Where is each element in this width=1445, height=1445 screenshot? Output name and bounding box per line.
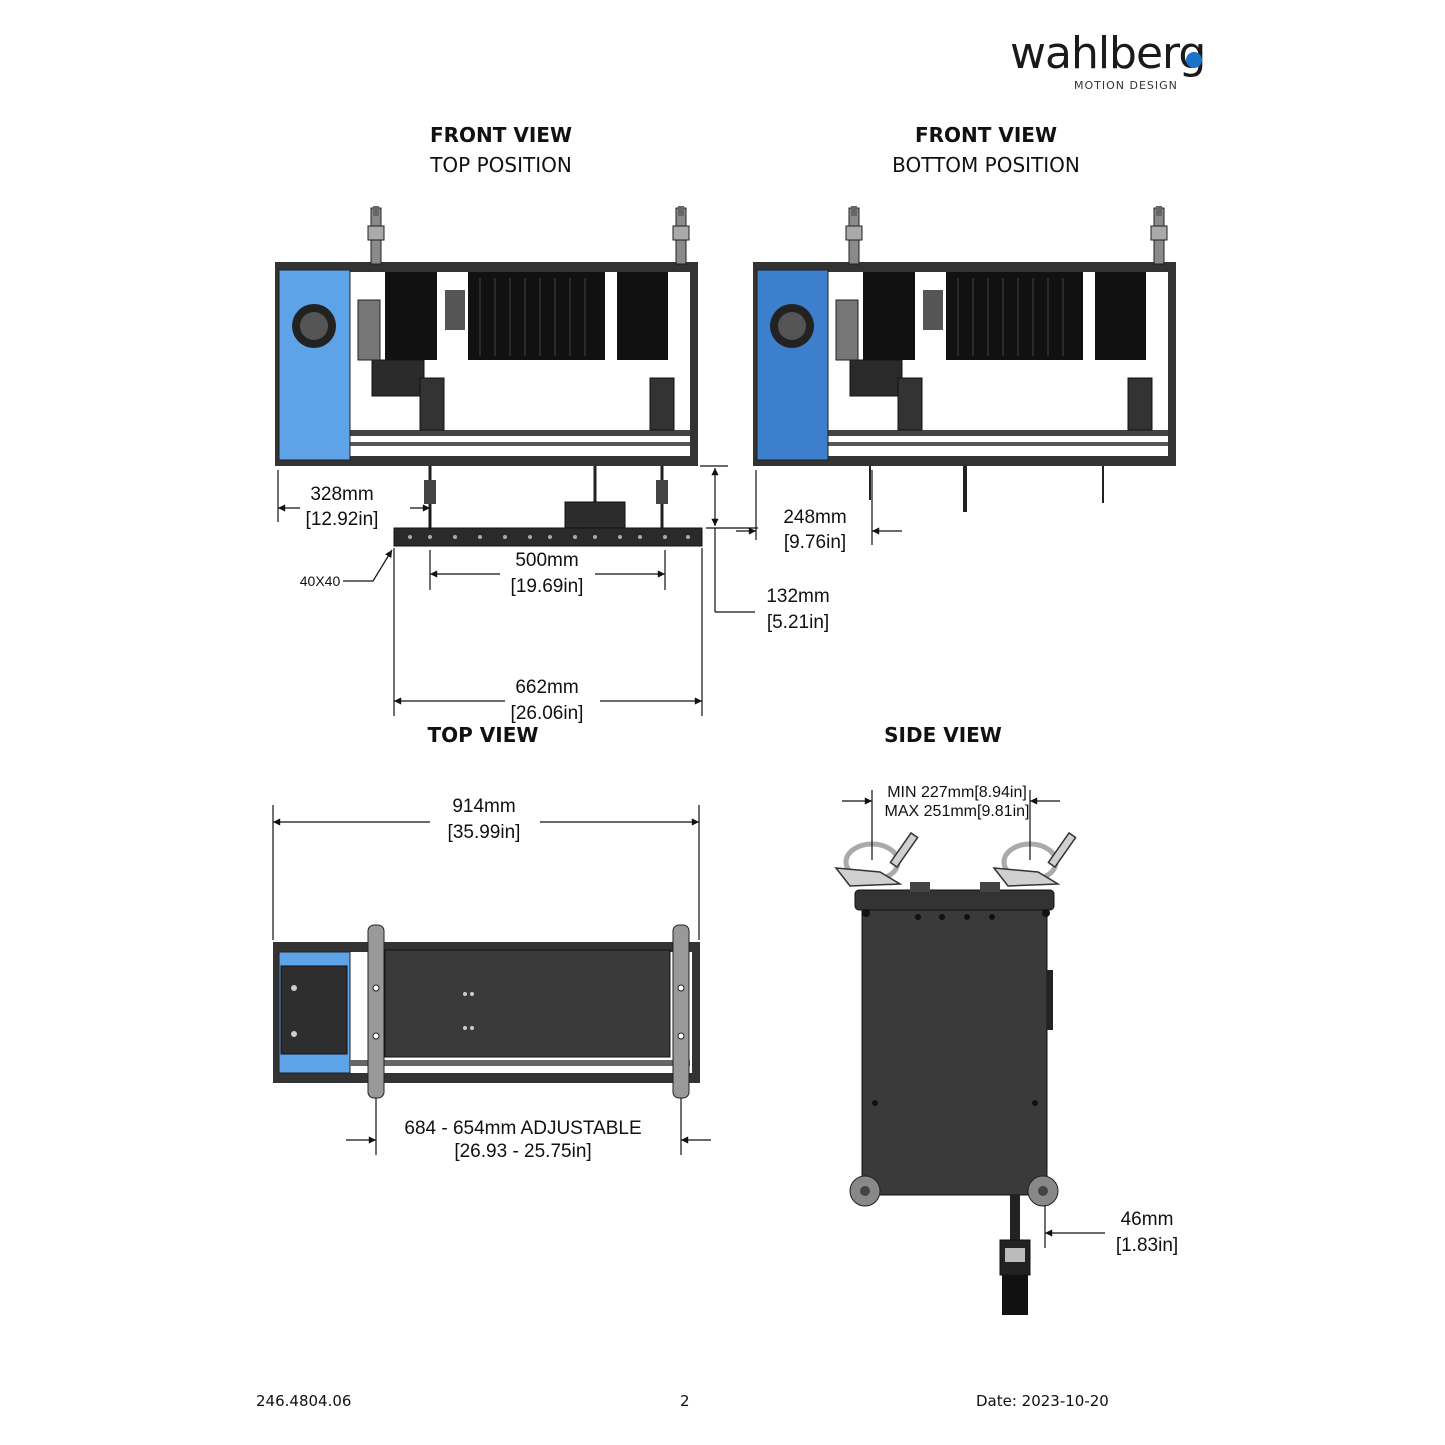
dim-248-mm: 248mm <box>783 507 847 528</box>
side-view-dimension-lines <box>842 790 1105 1248</box>
dim-adjustable-mm: 684 - 654mm ADJUSTABLE <box>404 1118 642 1139</box>
dim-662-in: [26.06in] <box>510 703 584 724</box>
blue-panel <box>756 269 829 461</box>
profile-label: 40X40 <box>299 573 341 589</box>
clamp-min-label: MIN 227mm[8.94in] <box>887 784 1027 801</box>
side-view-drawing <box>834 831 1077 1315</box>
top-view-title: TOP VIEW <box>427 723 539 747</box>
dim-328-mm: 328mm <box>310 484 374 505</box>
page-number: 2 <box>680 1392 690 1410</box>
front-view-top-title: FRONT VIEW <box>429 123 573 147</box>
dim-adjustable-in: [26.93 - 25.75in] <box>454 1141 592 1162</box>
dim-248-in: [9.76in] <box>783 532 847 553</box>
side-view-title: SIDE VIEW <box>884 723 1002 747</box>
dim-132-in: [5.21in] <box>766 612 830 633</box>
front-view-bottom-drawing <box>752 205 1177 512</box>
document-number: 246.4804.06 <box>256 1392 352 1410</box>
front-view-bottom-subtitle: BOTTOM POSITION <box>892 153 1080 177</box>
front-view-top-subtitle: TOP POSITION <box>430 153 572 177</box>
front-view-top-drawing <box>274 205 703 547</box>
dim-914-in: [35.99in] <box>447 822 521 843</box>
document-date: Date: 2023-10-20 <box>976 1392 1109 1410</box>
carriage-plate <box>384 949 671 1058</box>
dim-132-mm: 132mm <box>766 586 830 607</box>
top-view-dimension-lines <box>272 805 711 1155</box>
dim-46-mm: 46mm <box>1120 1209 1174 1230</box>
truss-clamp-right <box>992 831 1077 887</box>
logo-dot <box>1186 52 1202 68</box>
dim-500-in: [19.69in] <box>510 576 584 597</box>
dim-46-in: [1.83in] <box>1115 1235 1179 1256</box>
clamp-left <box>367 924 385 1099</box>
side-body <box>861 904 1048 1196</box>
dim-662-mm: 662mm <box>515 677 579 698</box>
dim-328-in: [12.92in] <box>305 509 379 530</box>
hoist-box <box>564 501 626 529</box>
logo-wordmark: wahlberg <box>1010 28 1206 79</box>
dim-914-mm: 914mm <box>452 796 516 817</box>
front-view-bottom-title: FRONT VIEW <box>914 123 1058 147</box>
top-view-drawing <box>273 924 700 1099</box>
clamp-max-label: MAX 251mm[9.81in] <box>884 803 1030 820</box>
connector <box>1002 1275 1028 1315</box>
logo-tagline: MOTION DESIGN <box>1074 79 1178 92</box>
dim-500-mm: 500mm <box>515 550 579 571</box>
clamp-right <box>672 924 690 1099</box>
front-view-dimension-lines <box>277 465 902 716</box>
truss-clamp-left <box>834 831 919 887</box>
wahlberg-logo: wahlberg MOTION DESIGN <box>1010 32 1210 94</box>
blue-panel <box>278 269 351 461</box>
